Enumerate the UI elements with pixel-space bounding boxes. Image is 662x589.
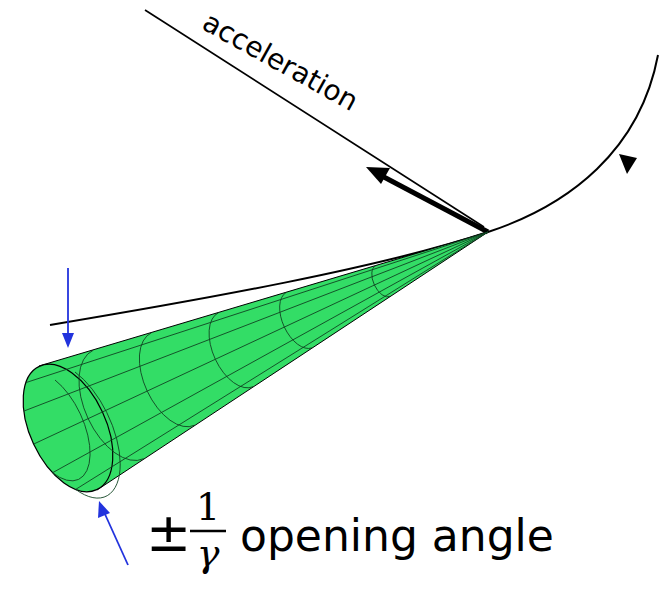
angle-arrow-top <box>67 268 69 336</box>
acceleration-line <box>145 10 484 227</box>
fraction-numerator: 1 <box>196 488 220 526</box>
axis-label: acceleration <box>198 8 362 116</box>
angle-arrow-bottom <box>104 512 128 565</box>
angle-arrowhead-top <box>62 333 74 348</box>
fraction-bar <box>190 530 226 533</box>
caption-text: opening angle <box>240 514 554 558</box>
plus-minus: ± <box>146 506 191 560</box>
acceleration-arrow <box>382 176 488 232</box>
acceleration-arrowhead <box>366 167 390 184</box>
fraction-denominator: γ <box>197 534 220 572</box>
angle-arrowhead-bottom <box>98 501 110 518</box>
trajectory-arrowhead <box>619 154 637 174</box>
cone-grid <box>24 232 488 498</box>
